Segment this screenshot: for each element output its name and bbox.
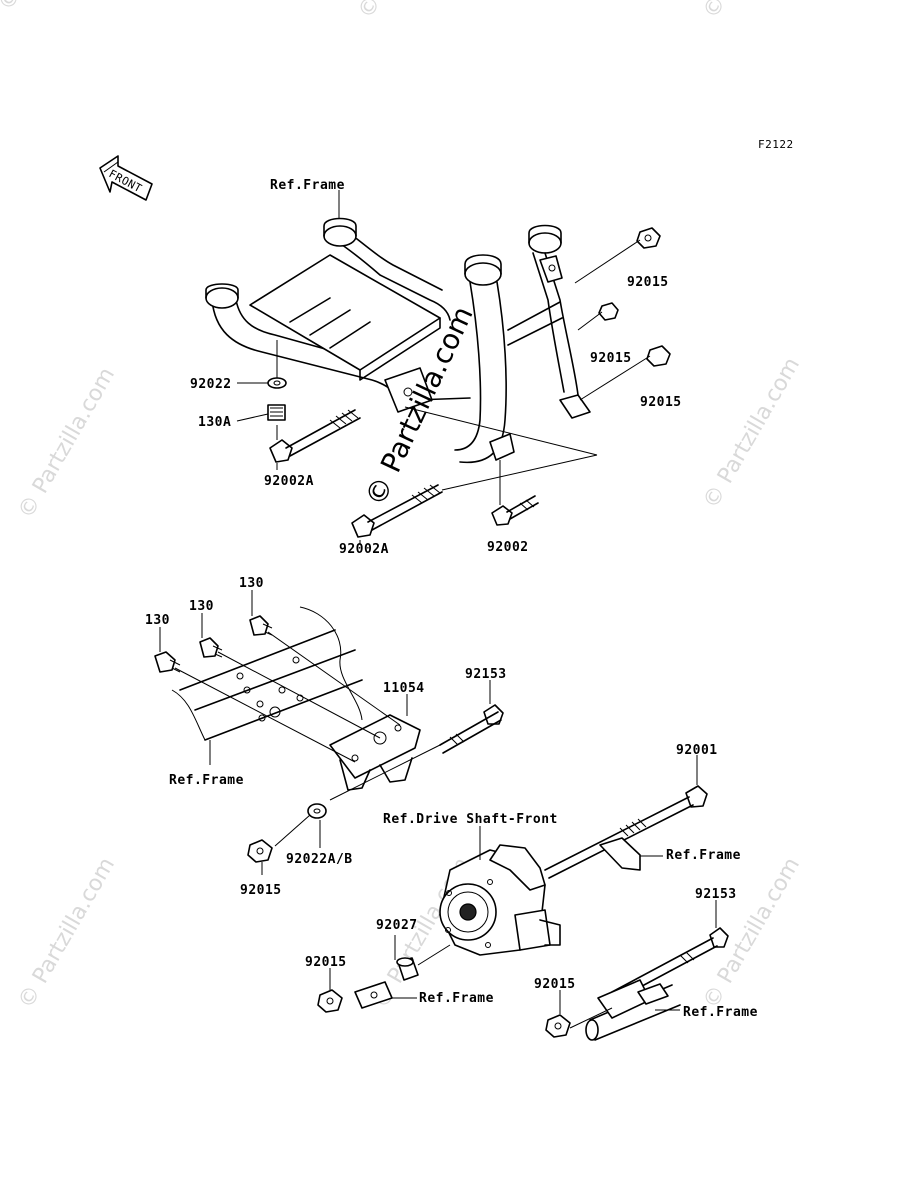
right-leaders [329,755,717,1029]
callout-92015: 92015 [240,883,282,898]
lower-hardware [154,615,504,863]
callout-92027: 92027 [376,918,418,933]
callout-92015: 92015 [640,395,682,410]
bolt-130-a [154,651,176,673]
callout-92002A: 92002A [339,542,389,557]
upper-leaders [236,190,651,545]
front-arrow-icon: FRONT [99,155,153,201]
callout-92002A: 92002A [264,474,314,489]
bracket-11054 [329,714,421,791]
callout-ref-frame-mid: Ref.Frame [169,773,244,788]
callout-92015: 92015 [534,977,576,992]
callout-92022AB: 92022A/B [286,852,353,867]
front-differential [396,844,561,981]
callout-130: 130 [145,613,170,628]
washer-92022AB [307,803,327,819]
lower-left-leaders [159,590,491,875]
callout-130: 130 [189,599,214,614]
nut-92015-f [545,1014,571,1038]
callout-92153: 92153 [465,667,507,682]
bolt-92002A-b [351,514,375,538]
watermark: © Partzilla.com [0,0,100,15]
callout-ref-frame-bottom-right: Ref.Frame [683,1005,758,1020]
callout-130A: 130A [198,415,231,430]
callout-92153: 92153 [695,887,737,902]
nut-92015-a [636,227,661,249]
callout-11054: 11054 [383,681,425,696]
callout-ref-frame-top: Ref.Frame [270,178,345,193]
watermark: © Partzilla.com [699,0,806,23]
bolt-92002 [491,505,513,526]
nut-92015-b [598,302,619,321]
bolt-92153-b [709,927,729,948]
callout-ref-drive-shaft-front: Ref.Drive Shaft-Front [383,812,558,827]
right-hardware [317,785,729,1041]
bolt-130-c [249,615,269,636]
callout-130: 130 [239,576,264,591]
callout-92001: 92001 [676,743,718,758]
washer-92022 [267,377,287,389]
bolt-130-b [199,637,219,658]
bolt-92001 [685,785,708,808]
bolt-92002A-a [269,439,293,463]
callout-92022: 92022 [190,377,232,392]
figure-code: F2122 [758,138,794,151]
nut-92015-d [247,839,273,863]
watermark: © Partzilla.com [699,353,806,513]
watermark: © Partzilla.com [354,0,461,23]
callout-92015: 92015 [590,351,632,366]
frame-section [171,606,363,741]
nut-92015-e [317,989,343,1013]
nut-92015-c [646,345,671,367]
callout-ref-frame-bottom: Ref.Frame [419,991,494,1006]
engine-mount-frame [205,217,591,464]
upper-hardware [267,227,671,538]
callout-92015: 92015 [627,275,669,290]
callout-92015: 92015 [305,955,347,970]
watermark: © Partzilla.com [14,853,121,1013]
callout-92002: 92002 [487,540,529,555]
watermark: © Partzilla.com [14,363,121,523]
callout-ref-frame-right: Ref.Frame [666,848,741,863]
